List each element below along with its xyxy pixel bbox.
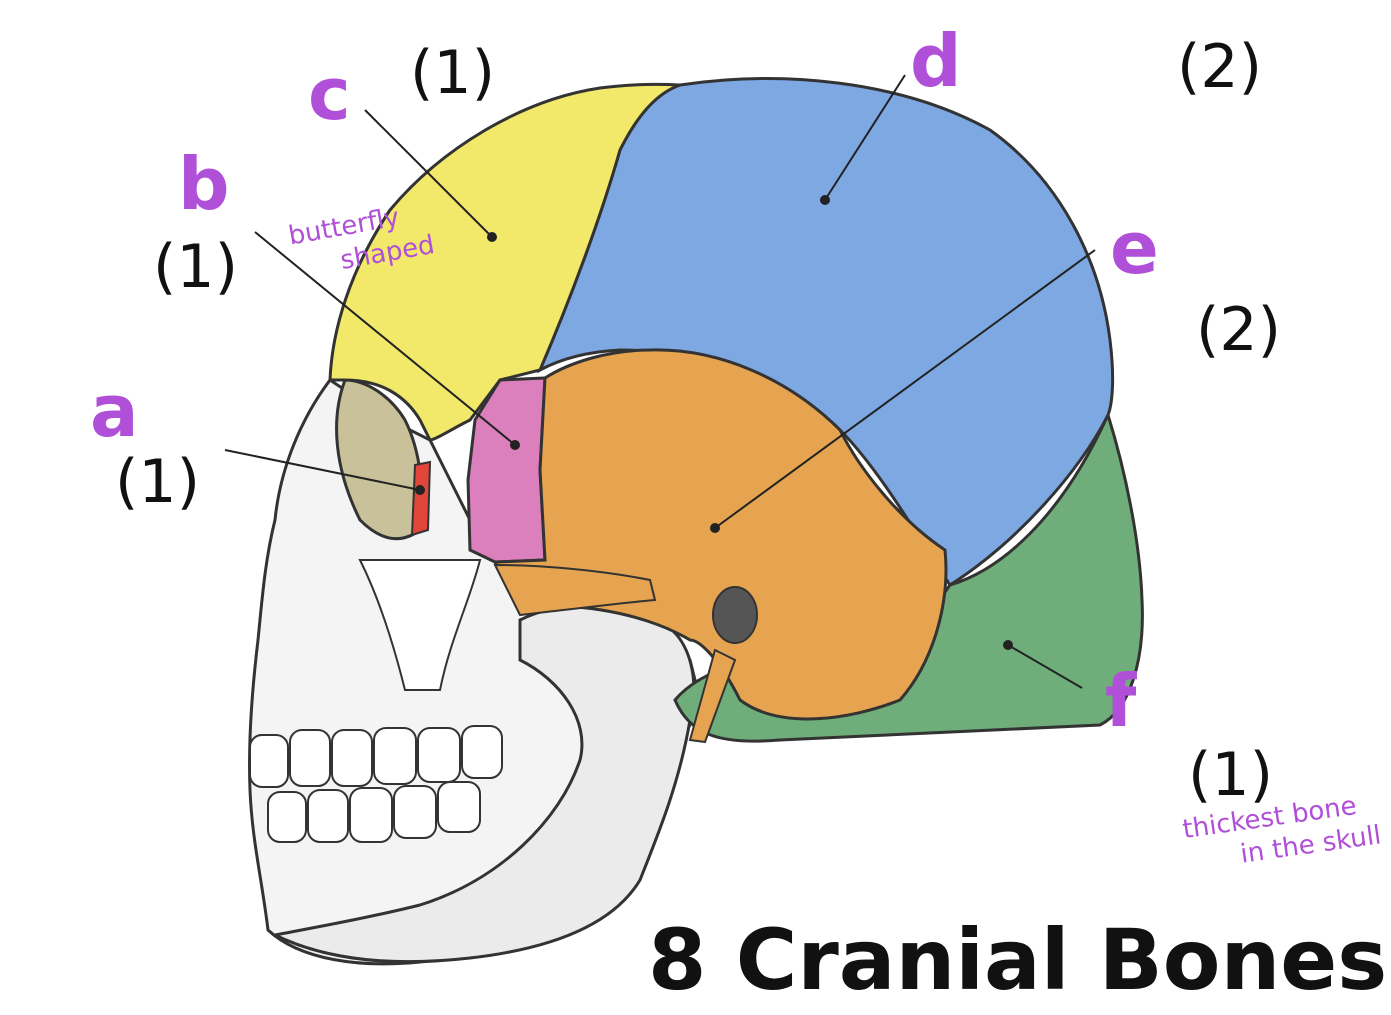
zygomatic-process [493,563,657,617]
ethmoid-bone [410,460,432,537]
label-letter-f: f [1105,659,1137,743]
ear-canal [712,586,758,644]
diagram-title: 8 Cranial Bones [648,911,1388,1009]
label-count-f: (1) [1188,740,1273,810]
mandible [270,604,696,964]
label-letter-d: d [910,19,962,103]
label-count-c: (1) [410,38,495,108]
label-count-d: (2) [1177,32,1262,102]
label-count-b: (1) [153,232,238,302]
leader-lines [224,74,1096,689]
label-letter-b: b [178,142,230,226]
teeth [249,725,503,843]
styloid-process [688,648,737,744]
nasal-bone [358,559,482,691]
label-count-e: (2) [1196,295,1281,365]
label-letter-a: a [90,369,139,453]
label-count-a: (1) [115,447,200,517]
frontal-bone [328,82,681,442]
label-letter-c: c [308,52,351,136]
label-letter-e: e [1110,206,1159,290]
